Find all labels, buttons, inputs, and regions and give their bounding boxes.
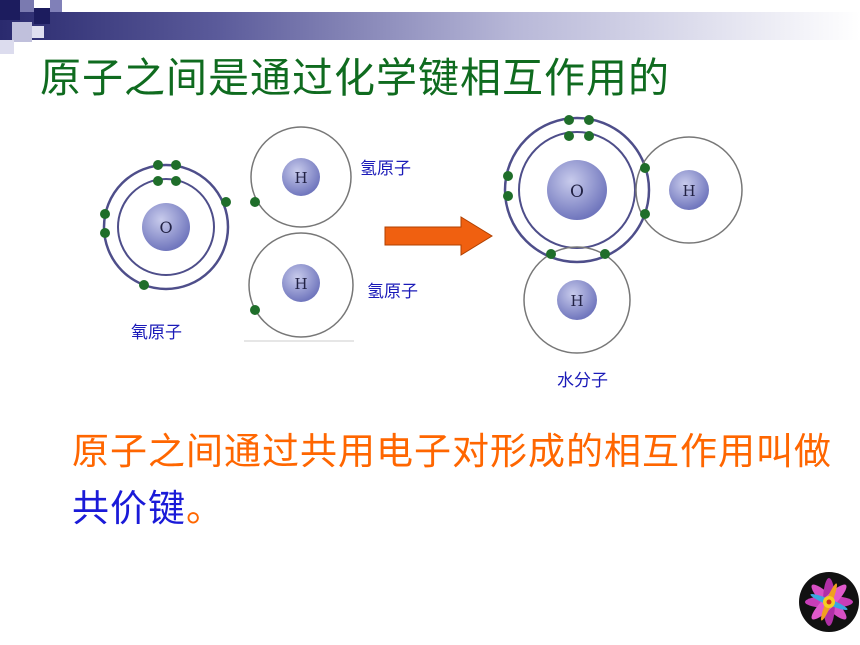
hydrogen-nucleus-symbol: H: [294, 169, 307, 187]
water-molecule: O H H: [503, 115, 743, 354]
oxygen-electrons: [100, 160, 231, 290]
oxygen-nucleus: [547, 160, 607, 220]
hydrogen-nucleus-symbol: H: [682, 182, 695, 200]
hydrogen-atom-1: H: [250, 126, 352, 228]
label-hydrogen-atom-1: 氢原子: [360, 159, 411, 179]
oxygen-nucleus-symbol: O: [159, 218, 172, 237]
water-electrons: [503, 115, 650, 259]
hydrogen-electron: [250, 305, 260, 315]
hydrogen-nucleus: [669, 170, 709, 210]
decor-square: [12, 22, 32, 42]
hydrogen-electron: [250, 197, 260, 207]
hydrogen-nucleus: [557, 280, 597, 320]
hydrogen-nucleus-symbol: H: [294, 275, 307, 293]
hydrogen-nucleus: [282, 264, 320, 302]
label-hydrogen-atom-2: 氢原子: [367, 282, 418, 302]
body-paragraph: 原子之间通过共用电子对形成的相互作用叫做共价键。: [72, 423, 832, 537]
decor-square: [50, 0, 62, 12]
oxygen-nucleus-symbol: O: [570, 182, 584, 202]
reaction-arrow: [384, 216, 493, 256]
decor-square: [32, 26, 44, 38]
oxygen-nucleus: [142, 203, 190, 251]
header-gradient-bar: [0, 12, 860, 40]
label-water-molecule: 水分子: [557, 371, 608, 391]
decor-square: [20, 0, 34, 12]
body-text-main: 原子之间通过共用电子对形成的相互作用叫做: [72, 430, 832, 473]
hydrogen-nucleus: [282, 158, 320, 196]
label-oxygen-atom: 氧原子: [131, 323, 182, 343]
oxygen-atom: O: [100, 160, 231, 291]
hydrogen-nucleus-symbol: H: [570, 292, 583, 310]
body-keyword: 共价键: [72, 487, 186, 530]
decor-square: [34, 8, 50, 24]
hydrogen-atom-2: H: [248, 232, 354, 338]
decor-square: [0, 40, 14, 54]
slide-title: 原子之间是通过化学键相互作用的: [40, 54, 670, 102]
body-text-end: 。: [186, 487, 224, 530]
logo-icon: [799, 572, 859, 632]
decor-square: [0, 0, 20, 20]
